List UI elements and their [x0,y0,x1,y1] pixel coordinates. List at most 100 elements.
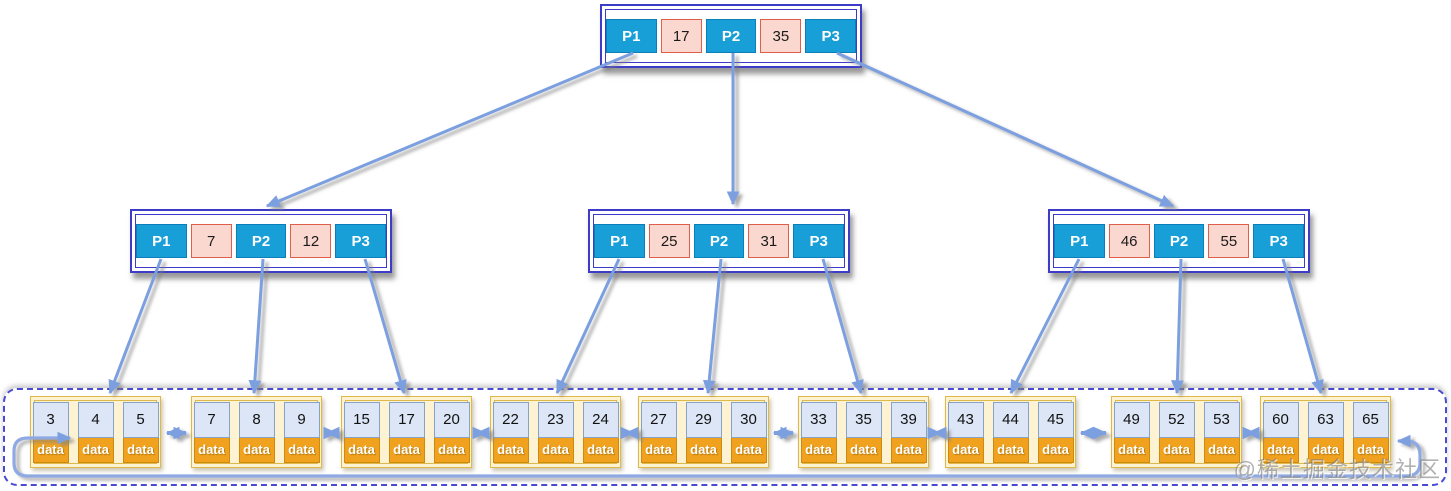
leaf-level-container [3,388,1447,486]
pointer-cell: P1 [606,19,657,53]
leaf-key: 29 [685,401,722,438]
leaf-record: 60 data [1262,401,1299,463]
leaf-key: 53 [1203,401,1240,438]
leaf-record: 27 data [640,401,677,463]
key-cell: 12 [290,224,332,258]
leaf-key: 35 [845,401,882,438]
leaf-record: 52 data [1158,401,1195,463]
leaf-data-pointer: data [1352,437,1389,463]
key-cell: 55 [1208,224,1250,258]
leaf-record: 15 data [343,401,380,463]
edge-left-p2-to-leaf2 [248,258,265,395]
leaf-record: 7 data [193,401,230,463]
leaf-data-pointer: data [283,437,320,463]
pointer-cell: P3 [793,224,845,258]
leaf-key: 33 [800,401,837,438]
leaf-key: 9 [283,401,320,438]
leaf-data-pointer: data [433,437,470,463]
edge-mid-p1-to-leaf4 [555,258,621,395]
pointer-cell: P3 [1253,224,1305,258]
pointer-cell: P2 [235,224,287,258]
leaf-record: 4 data [77,401,114,463]
edge-right-p2-to-leaf8 [1171,258,1184,395]
leaf-record: 5 data [122,401,159,463]
leaf-key: 30 [730,401,767,438]
edge-root-to-left-node [265,51,634,208]
pointer-cell: P2 [1153,224,1205,258]
internal-node-left: P1 7 P2 12 P3 [130,209,392,273]
leaf-record: 30 data [730,401,767,463]
edge-right-p1-to-leaf7 [1009,258,1081,395]
internal-node-right: P1 46 P2 55 P3 [1048,209,1310,273]
root-node: P1 17 P2 35 P3 [600,4,862,68]
leaf-key: 63 [1307,401,1344,438]
pointer-cell: P3 [335,224,387,258]
leaf-key: 45 [1037,401,1074,438]
leaf-data-pointer: data [730,437,767,463]
edge-mid-p2-to-leaf5 [702,258,723,395]
leaf-record: 8 data [238,401,275,463]
leaf-record: 29 data [685,401,722,463]
key-cell: 35 [760,19,802,53]
leaf-key: 39 [890,401,927,438]
leaf-record: 33 data [800,401,837,463]
edge-right-p3-to-leaf9 [1281,258,1324,395]
leaf-key: 23 [537,401,574,438]
pointer-cell: P2 [693,224,745,258]
leaf-data-pointer: data [77,437,114,463]
leaf-key: 43 [947,401,984,438]
leaf-record: 45 data [1037,401,1074,463]
leaf-record: 17 data [388,401,425,463]
leaf-key: 27 [640,401,677,438]
key-cell: 31 [748,224,790,258]
pointer-cell: P3 [805,19,857,53]
pointer-cell: P1 [1054,224,1105,258]
leaf-node: 27 data 29 data 30 data [638,396,769,468]
leaf-key: 15 [343,401,380,438]
leaf-key: 5 [122,401,159,438]
pointer-cell: P1 [136,224,187,258]
leaf-key: 65 [1352,401,1389,438]
leaf-node: 33 data 35 data 39 data [798,396,929,468]
leaf-data-pointer: data [343,437,380,463]
leaf-record: 43 data [947,401,984,463]
key-cell: 7 [190,224,232,258]
leaf-record: 49 data [1113,401,1150,463]
leaf-record: 63 data [1307,401,1344,463]
leaf-key: 60 [1262,401,1299,438]
leaf-node: 3 data 4 data 5 data [30,396,161,468]
leaf-key: 20 [433,401,470,438]
internal-node-inner: P1 46 P2 55 P3 [1053,214,1305,268]
root-node-inner: P1 17 P2 35 P3 [605,9,857,63]
leaf-data-pointer: data [1158,437,1195,463]
leaf-data-pointer: data [1037,437,1074,463]
pointer-cell: P1 [594,224,645,258]
leaf-key: 8 [238,401,275,438]
leaf-node: 60 data 63 data 65 data [1260,396,1391,468]
leaf-data-pointer: data [890,437,927,463]
pointer-cell: P2 [705,19,757,53]
leaf-key: 4 [77,401,114,438]
leaf-node: 49 data 52 data 53 data [1111,396,1242,468]
leaf-key: 3 [32,401,69,438]
leaf-record: 53 data [1203,401,1240,463]
leaf-data-pointer: data [845,437,882,463]
edge-left-p1-to-leaf1 [108,258,163,395]
leaf-data-pointer: data [32,437,69,463]
internal-node-middle: P1 25 P2 31 P3 [588,209,850,273]
internal-node-inner: P1 7 P2 12 P3 [135,214,387,268]
leaf-key: 22 [492,401,529,438]
leaf-key: 52 [1158,401,1195,438]
leaf-data-pointer: data [238,437,275,463]
leaf-data-pointer: data [193,437,230,463]
leaf-data-pointer: data [582,437,619,463]
leaf-data-pointer: data [388,437,425,463]
key-cell: 46 [1108,224,1150,258]
leaf-record: 65 data [1352,401,1389,463]
leaf-node: 7 data 8 data 9 data [191,396,322,468]
leaf-key: 44 [992,401,1029,438]
leaf-record: 39 data [890,401,927,463]
leaf-record: 24 data [582,401,619,463]
leaf-data-pointer: data [122,437,159,463]
